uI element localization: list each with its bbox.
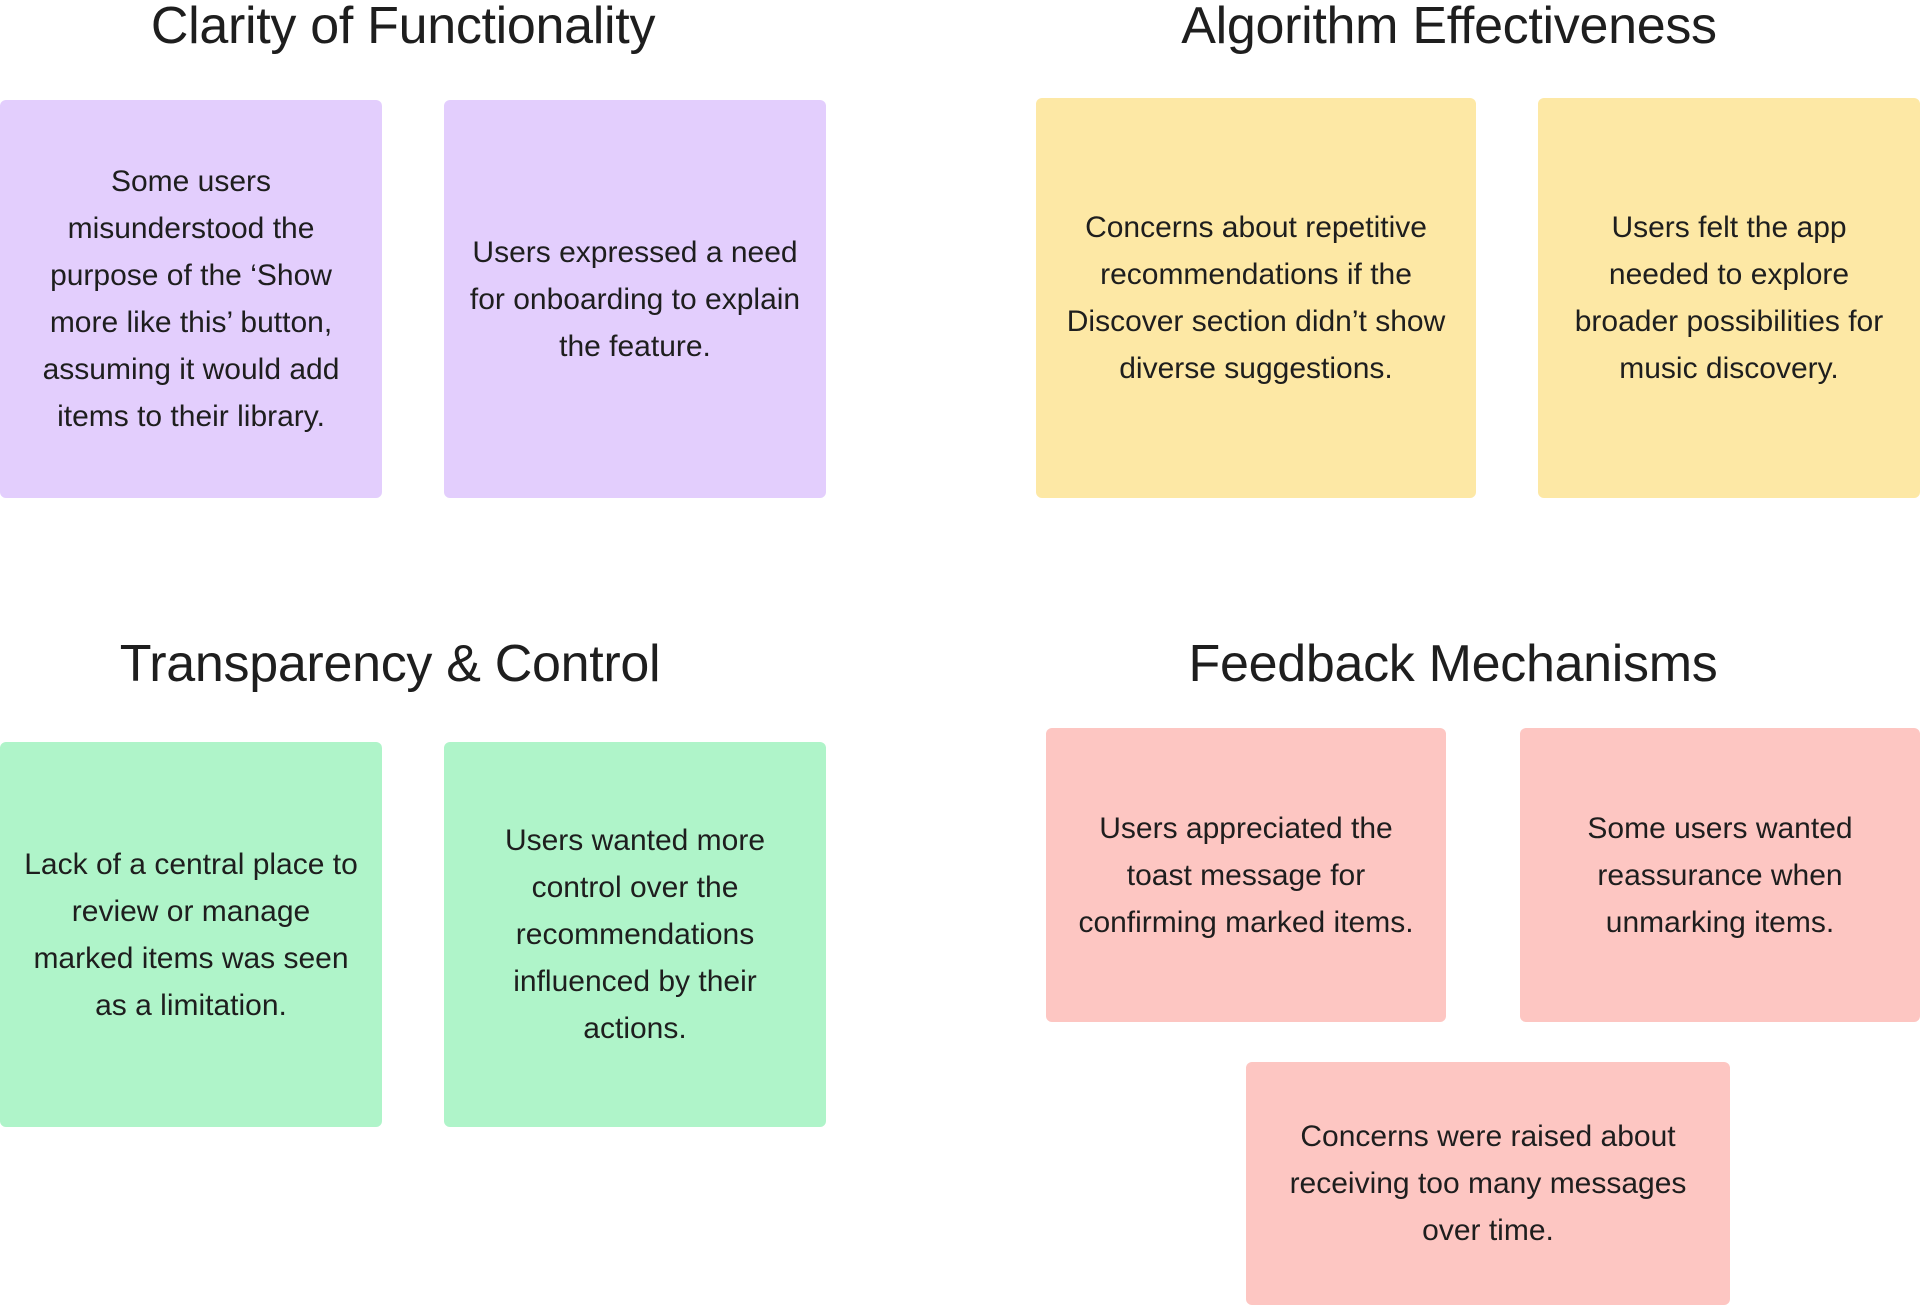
sticky-note-text: Some users wanted reassurance when unmar… bbox=[1587, 811, 1853, 939]
sticky-note-text: Concerns about repetitive recommendation… bbox=[1066, 211, 1446, 385]
sticky-note-text: Some users misunderstood the purpose of … bbox=[42, 165, 340, 433]
sticky-note-algorithm-2[interactable]: Users felt the app needed to explore bro… bbox=[1538, 98, 1920, 498]
sticky-note-clarity-2[interactable]: Users expressed a need for onboarding to… bbox=[444, 100, 826, 498]
section-title-clarity: Clarity of Functionality bbox=[150, 0, 656, 55]
sticky-note-text: Users appreciated the toast message for … bbox=[1078, 811, 1414, 939]
sticky-note-text: Lack of a central place to review or man… bbox=[24, 847, 358, 1022]
sticky-note-feedback-1[interactable]: Users appreciated the toast message for … bbox=[1046, 728, 1446, 1022]
sticky-note-text: Users felt the app needed to explore bro… bbox=[1574, 211, 1884, 385]
section-title-feedback: Feedback Mechanisms bbox=[1188, 635, 1718, 693]
sticky-note-text: Users wanted more control over the recom… bbox=[504, 824, 766, 1045]
sticky-note-text: Users expressed a need for onboarding to… bbox=[469, 235, 801, 363]
section-title-algorithm: Algorithm Effectiveness bbox=[1181, 0, 1717, 55]
sticky-note-clarity-1[interactable]: Some users misunderstood the purpose of … bbox=[0, 100, 382, 498]
sticky-note-transparency-1[interactable]: Lack of a central place to review or man… bbox=[0, 742, 382, 1127]
sticky-note-algorithm-1[interactable]: Concerns about repetitive recommendation… bbox=[1036, 98, 1476, 498]
sticky-note-text: Concerns were raised about receiving too… bbox=[1289, 1120, 1687, 1247]
sticky-note-transparency-2[interactable]: Users wanted more control over the recom… bbox=[444, 742, 826, 1127]
sticky-note-feedback-2[interactable]: Some users wanted reassurance when unmar… bbox=[1520, 728, 1920, 1022]
sticky-note-feedback-3[interactable]: Concerns were raised about receiving too… bbox=[1246, 1062, 1730, 1305]
section-title-transparency: Transparency & Control bbox=[119, 635, 661, 693]
